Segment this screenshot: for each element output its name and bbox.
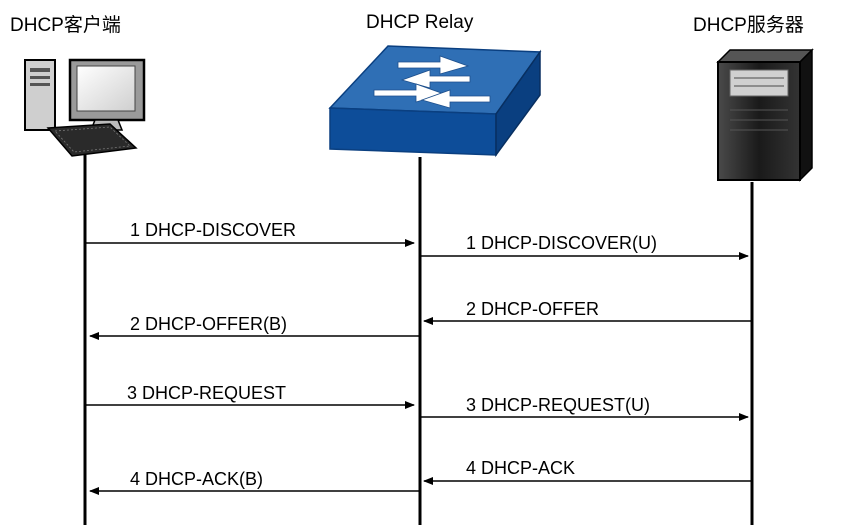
server-label: DHCP服务器 [693, 14, 804, 36]
message-label: 1 DHCP-DISCOVER [130, 220, 296, 240]
message-3: 2 DHCP-OFFER [423, 299, 751, 325]
message-label: 4 DHCP-ACK(B) [130, 469, 263, 489]
message-7: 4 DHCP-ACK [423, 458, 751, 485]
switch-front-face [329, 107, 497, 156]
message-label: 3 DHCP-REQUEST [127, 383, 286, 403]
switch-arrows-icon [373, 55, 491, 109]
message-8: 4 DHCP-ACK(B) [89, 469, 419, 495]
message-1: 1 DHCP-DISCOVER [86, 220, 415, 247]
message-5: 3 DHCP-REQUEST [86, 383, 415, 409]
network-switch-icon [328, 45, 542, 158]
client-label: DHCP客户端 [10, 14, 121, 36]
message-label: 2 DHCP-OFFER [466, 299, 599, 319]
message-label: 1 DHCP-DISCOVER(U) [466, 233, 657, 253]
message-4: 2 DHCP-OFFER(B) [89, 314, 419, 340]
relay-label: DHCP Relay [366, 12, 474, 33]
message-label: 4 DHCP-ACK [466, 458, 575, 478]
message-label: 3 DHCP-REQUEST(U) [466, 395, 650, 415]
desktop-computer-icon [24, 58, 146, 157]
message-2: 1 DHCP-DISCOVER(U) [421, 233, 749, 260]
switch-side-face [495, 49, 541, 158]
message-6: 3 DHCP-REQUEST(U) [421, 395, 749, 421]
server-tower-icon [716, 48, 814, 182]
message-label: 2 DHCP-OFFER(B) [130, 314, 287, 334]
